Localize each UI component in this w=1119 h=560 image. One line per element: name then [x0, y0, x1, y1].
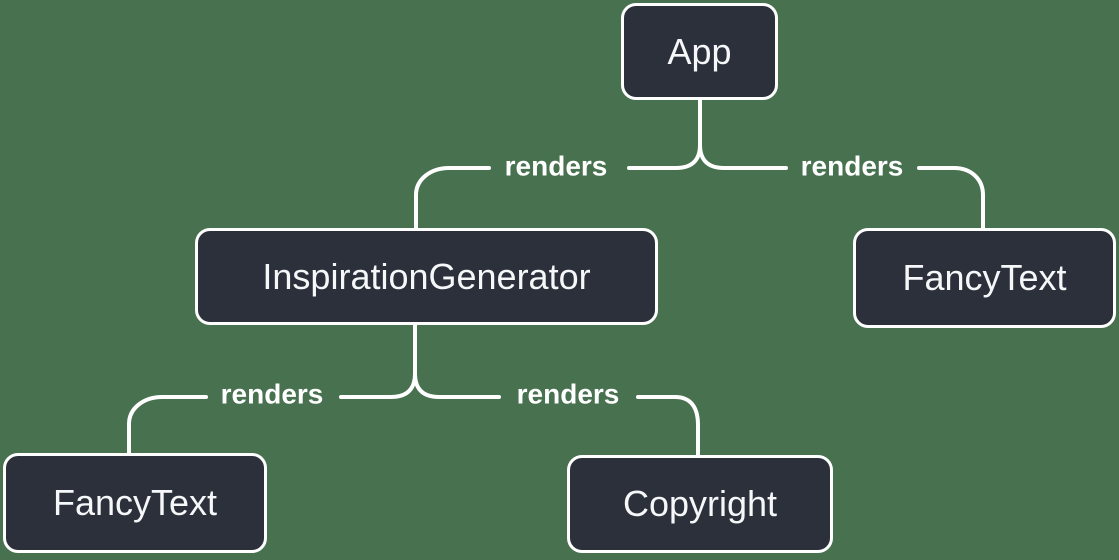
node-copyright-label: Copyright	[622, 483, 778, 524]
connector-app-to-fancytext-right-flare	[698, 143, 788, 170]
node-fancy-text-bottom-left: FancyText	[3, 453, 267, 553]
connector-app-to-inspirationgenerator-elbow	[414, 166, 491, 230]
edge-label-inspirationgenerator-copyright: renders	[516, 378, 620, 410]
edge-label-app-fancytext: renders	[800, 150, 904, 182]
node-fancy-text-top-right-label: FancyText	[902, 257, 1067, 298]
node-inspiration-generator-label: InspirationGenerator	[262, 255, 591, 297]
connector-inspirationgenerator-to-copyright-elbow	[636, 395, 700, 457]
node-inspiration-generator: InspirationGenerator	[195, 228, 658, 325]
edge-label-app-inspirationgenerator: renders	[504, 150, 608, 182]
node-copyright: Copyright	[567, 455, 833, 553]
connector-inspirationgenerator-to-fancytext-elbow	[127, 395, 208, 455]
connector-app-to-inspirationgenerator-left-flare	[627, 143, 702, 170]
node-app-label: App	[667, 30, 732, 72]
node-app: App	[621, 3, 778, 100]
edge-label-inspirationgenerator-fancytext: renders	[220, 378, 324, 410]
node-fancy-text-top-right: FancyText	[853, 228, 1116, 328]
connector-app-to-fancytext-elbow	[917, 166, 985, 230]
connector-inspirationgenerator-to-copyright-flare	[413, 372, 501, 399]
node-fancy-text-bottom-left-label: FancyText	[52, 482, 218, 523]
connector-inspirationgenerator-to-fancytext-left-flare	[339, 372, 417, 399]
